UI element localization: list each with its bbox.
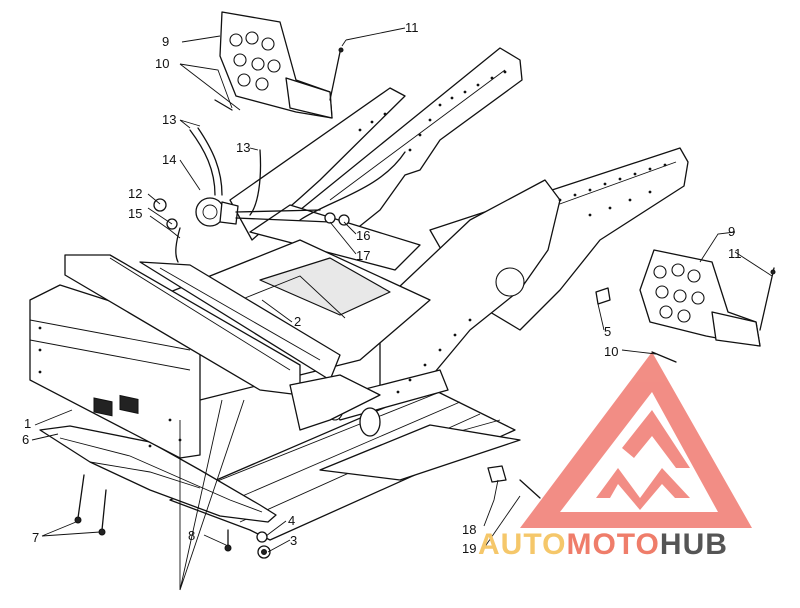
automotohub-logo [520, 352, 752, 528]
label-18: 18 [462, 522, 476, 537]
label-1: 1 [24, 416, 31, 431]
watermark-hub: HUB [660, 528, 728, 561]
footrest-upper [219, 11, 347, 119]
watermark-auto: AUTO [478, 528, 566, 561]
label-13-left: 13 [162, 112, 176, 127]
rivets [38, 70, 667, 448]
label-2: 2 [294, 314, 301, 329]
label-13-right: 13 [236, 140, 250, 155]
clip-18-19 [487, 465, 541, 499]
label-17: 17 [356, 248, 370, 263]
leader-lines [31, 27, 773, 591]
label-9-top: 9 [162, 34, 169, 49]
nut-3-4 [256, 531, 271, 559]
label-10-top: 10 [155, 56, 169, 71]
label-3: 3 [290, 533, 297, 548]
bolt-10-upper [214, 99, 233, 111]
bolt-7 [74, 474, 107, 536]
label-11-top: 11 [405, 20, 419, 35]
part-labels: 9 10 11 13 13 14 12 15 16 17 9 11 5 10 2… [22, 20, 742, 556]
label-9-right: 9 [728, 224, 735, 239]
automotohub-watermark: AUTOMOTOHUB [478, 528, 728, 561]
label-19: 19 [462, 541, 476, 556]
main-frame [29, 87, 561, 459]
footrest-lower [595, 249, 776, 347]
label-4: 4 [288, 513, 295, 528]
watermark-moto: MOTO [566, 528, 659, 561]
label-7: 7 [32, 530, 39, 545]
svg-text:AUTOMOTOHUB: AUTOMOTOHUB [478, 528, 728, 561]
label-16: 16 [356, 228, 370, 243]
label-10-right: 10 [604, 344, 618, 359]
label-12: 12 [128, 186, 142, 201]
label-8: 8 [188, 528, 195, 543]
skid-plate [39, 425, 277, 523]
label-15: 15 [128, 206, 142, 221]
label-14: 14 [162, 152, 176, 167]
bolt-8 [224, 529, 232, 552]
label-5: 5 [604, 324, 611, 339]
label-6: 6 [22, 432, 29, 447]
label-11-right: 11 [728, 246, 742, 261]
